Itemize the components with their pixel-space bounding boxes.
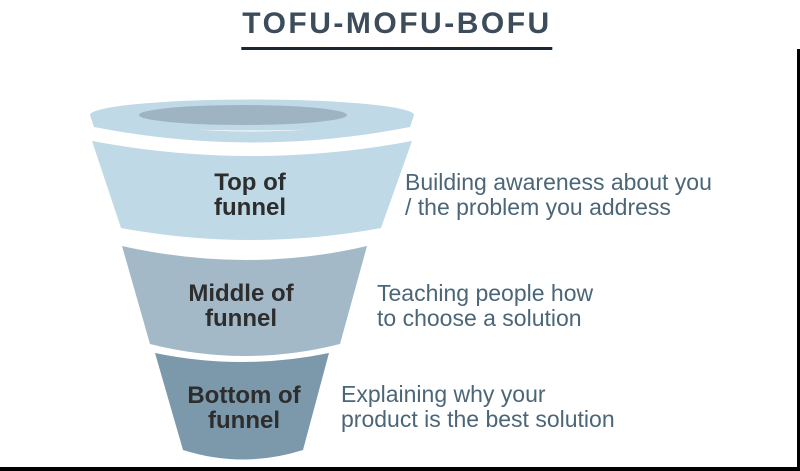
stage-description-bottom: Explaining why your product is the best … (341, 382, 615, 432)
funnel-rim-skirt (90, 115, 414, 143)
stage-description-middle: Teaching people how to choose a solution (377, 281, 593, 331)
funnel-stage-top-shape (92, 141, 412, 240)
funnel-stage-bottom-shape (155, 353, 329, 460)
diagram-title: TOFU-MOFU-BOFU (241, 7, 553, 50)
stage-description-bottom-line2: product is the best solution (341, 406, 615, 432)
stage-description-middle-line1: Teaching people how (377, 280, 594, 306)
window-border-right (797, 49, 800, 471)
stage-description-top: Building awareness about you / the probl… (405, 170, 712, 220)
stage-description-bottom-line1: Explaining why your (341, 381, 546, 407)
stage-description-top-line2: / the problem you address (405, 194, 671, 220)
stage-description-top-line1: Building awareness about you (405, 169, 712, 195)
stage-label-bottom-line2: funnel (208, 407, 280, 434)
funnel-opening-ellipse (139, 105, 347, 125)
stage-label-middle-line1: Middle of (188, 280, 294, 307)
stage-label-middle-line2: funnel (205, 305, 277, 332)
window-border-bottom (0, 467, 800, 471)
stage-label-bottom: Bottom of funnel (144, 383, 344, 433)
stage-label-middle: Middle of funnel (141, 281, 341, 331)
stage-description-middle-line2: to choose a solution (377, 305, 582, 331)
stage-label-top-line2: funnel (214, 194, 286, 221)
funnel-stage-middle-shape (122, 246, 367, 356)
stage-label-top: Top of funnel (150, 170, 350, 220)
stage-label-bottom-line1: Bottom of (187, 382, 301, 409)
stage-label-top-line1: Top of (214, 169, 286, 196)
